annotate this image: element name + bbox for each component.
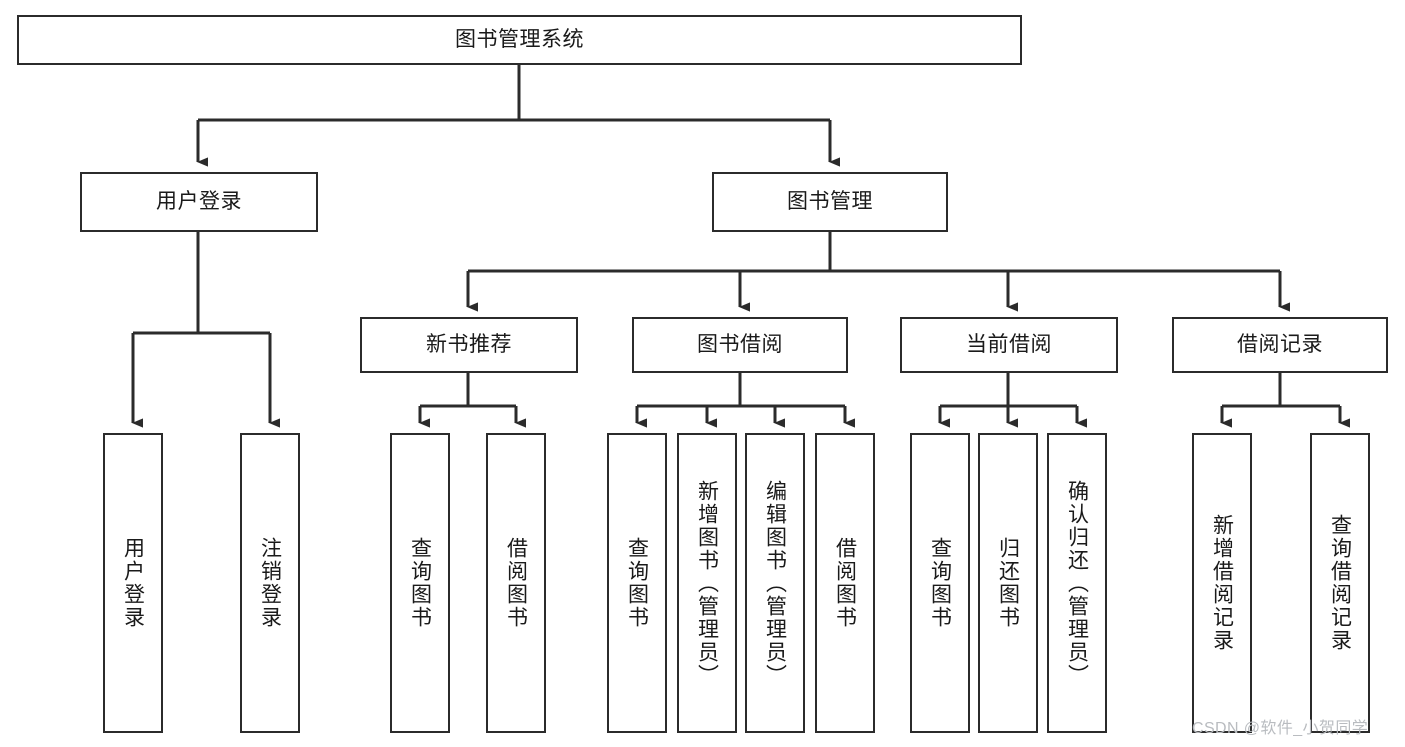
node-leaf-borrow-book-2[interactable]: 借阅图书	[815, 433, 875, 733]
node-borrow-record[interactable]: 借阅记录	[1172, 317, 1388, 373]
node-root-label: 图书管理系统	[455, 27, 584, 51]
csdn-watermark: CSDN @软件_小贺同学	[1192, 720, 1369, 737]
node-leaf-query-book-3-label: 查询图书	[928, 537, 952, 629]
node-new-book-rec-label: 新书推荐	[426, 332, 512, 356]
node-leaf-add-book-label: 新增图书（管理员）	[695, 479, 719, 687]
node-root[interactable]: 图书管理系统	[17, 15, 1022, 65]
node-book-manage[interactable]: 图书管理	[712, 172, 948, 232]
node-leaf-return-book-label: 归还图书	[996, 537, 1020, 629]
node-leaf-return-book[interactable]: 归还图书	[978, 433, 1038, 733]
node-leaf-confirm-return-label: 确认归还（管理员）	[1065, 479, 1089, 687]
node-leaf-query-record[interactable]: 查询借阅记录	[1310, 433, 1370, 733]
node-leaf-edit-book-label: 编辑图书（管理员）	[763, 479, 787, 687]
node-current-borrow[interactable]: 当前借阅	[900, 317, 1118, 373]
node-current-borrow-label: 当前借阅	[966, 332, 1052, 356]
node-borrow-record-label: 借阅记录	[1237, 332, 1323, 356]
node-leaf-borrow-book-2-label: 借阅图书	[833, 537, 857, 629]
node-book-manage-label: 图书管理	[787, 189, 873, 213]
node-leaf-query-book-1[interactable]: 查询图书	[390, 433, 450, 733]
node-leaf-query-book-2-label: 查询图书	[625, 537, 649, 629]
node-leaf-add-record-label: 新增借阅记录	[1210, 514, 1234, 652]
node-leaf-query-record-label: 查询借阅记录	[1328, 514, 1352, 652]
node-user-login[interactable]: 用户登录	[80, 172, 318, 232]
node-leaf-query-book-3[interactable]: 查询图书	[910, 433, 970, 733]
node-leaf-borrow-book-1-label: 借阅图书	[504, 537, 528, 629]
node-new-book-rec[interactable]: 新书推荐	[360, 317, 578, 373]
node-leaf-user-login[interactable]: 用户登录	[103, 433, 163, 733]
node-leaf-user-login-label: 用户登录	[121, 537, 145, 629]
node-leaf-user-logout[interactable]: 注销登录	[240, 433, 300, 733]
node-leaf-edit-book[interactable]: 编辑图书（管理员）	[745, 433, 805, 733]
node-book-borrow[interactable]: 图书借阅	[632, 317, 848, 373]
node-leaf-confirm-return[interactable]: 确认归还（管理员）	[1047, 433, 1107, 733]
node-leaf-query-book-1-label: 查询图书	[408, 537, 432, 629]
node-leaf-add-record[interactable]: 新增借阅记录	[1192, 433, 1252, 733]
node-book-borrow-label: 图书借阅	[697, 332, 783, 356]
node-leaf-query-book-2[interactable]: 查询图书	[607, 433, 667, 733]
node-leaf-add-book[interactable]: 新增图书（管理员）	[677, 433, 737, 733]
node-leaf-user-logout-label: 注销登录	[258, 537, 282, 629]
node-user-login-label: 用户登录	[156, 189, 242, 213]
node-leaf-borrow-book-1[interactable]: 借阅图书	[486, 433, 546, 733]
